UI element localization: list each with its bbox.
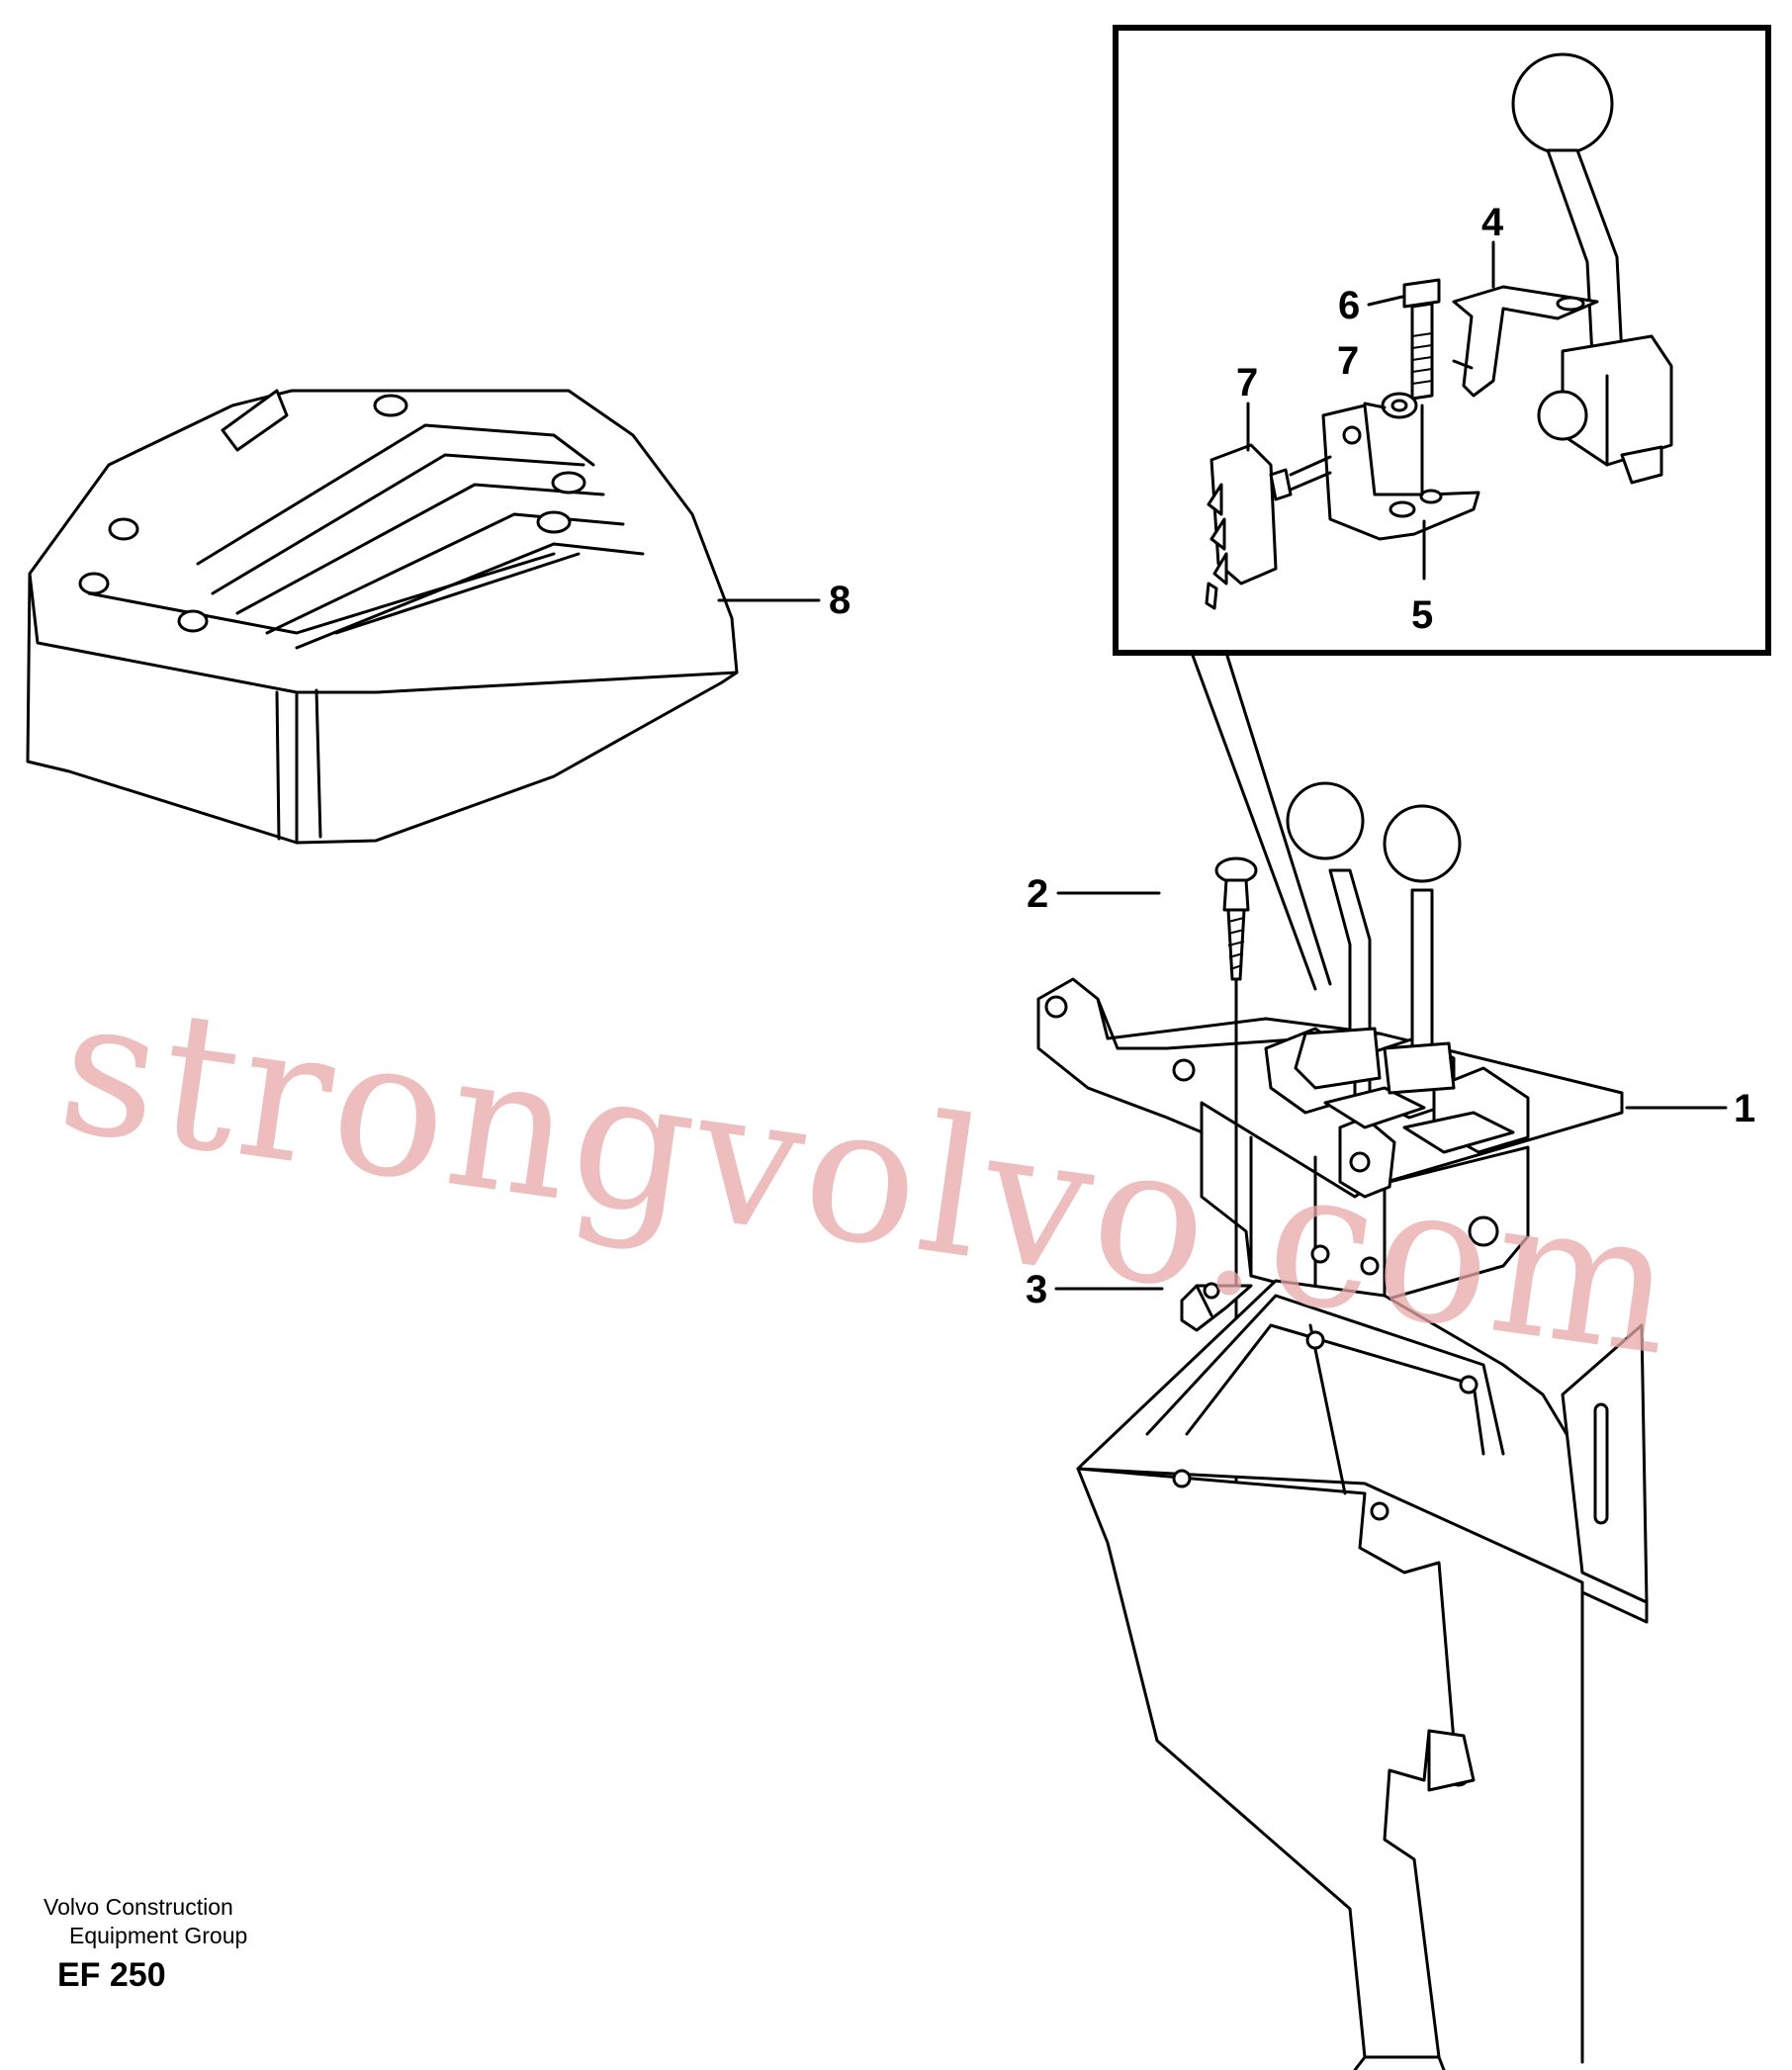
detail-inset: [1113, 25, 1771, 991]
callout-5: 5: [1411, 593, 1433, 637]
watermark-text: strongvolvo.com: [48, 955, 1690, 1398]
callout-1: 1: [1734, 1087, 1755, 1130]
callout-3: 3: [1026, 1268, 1047, 1311]
callout-4: 4: [1481, 201, 1504, 244]
lever-unit-part-1: [1036, 781, 1624, 1307]
company-name-line1: Volvo Construction: [44, 1894, 233, 1920]
callout-2: 2: [1027, 872, 1048, 916]
clip-part-3: [1180, 1282, 1253, 1332]
callout-7-nut: 7: [1337, 339, 1359, 383]
diagram-code: EF 250: [57, 1956, 166, 1994]
callout-6: 6: [1338, 284, 1360, 327]
callout-labels: 1 2 3 4 5 6 7 7 8: [829, 201, 1755, 1311]
callout-7-switch: 7: [1236, 361, 1258, 405]
console-housing: [1076, 1279, 1649, 2070]
leader-lines: [717, 240, 1728, 1291]
cover-part-8: [26, 389, 739, 845]
callout-8: 8: [829, 579, 851, 622]
company-name-line2: Equipment Group: [69, 1923, 247, 1948]
diagram-footer: Volvo Construction Equipment Group EF 25…: [44, 1894, 247, 1994]
